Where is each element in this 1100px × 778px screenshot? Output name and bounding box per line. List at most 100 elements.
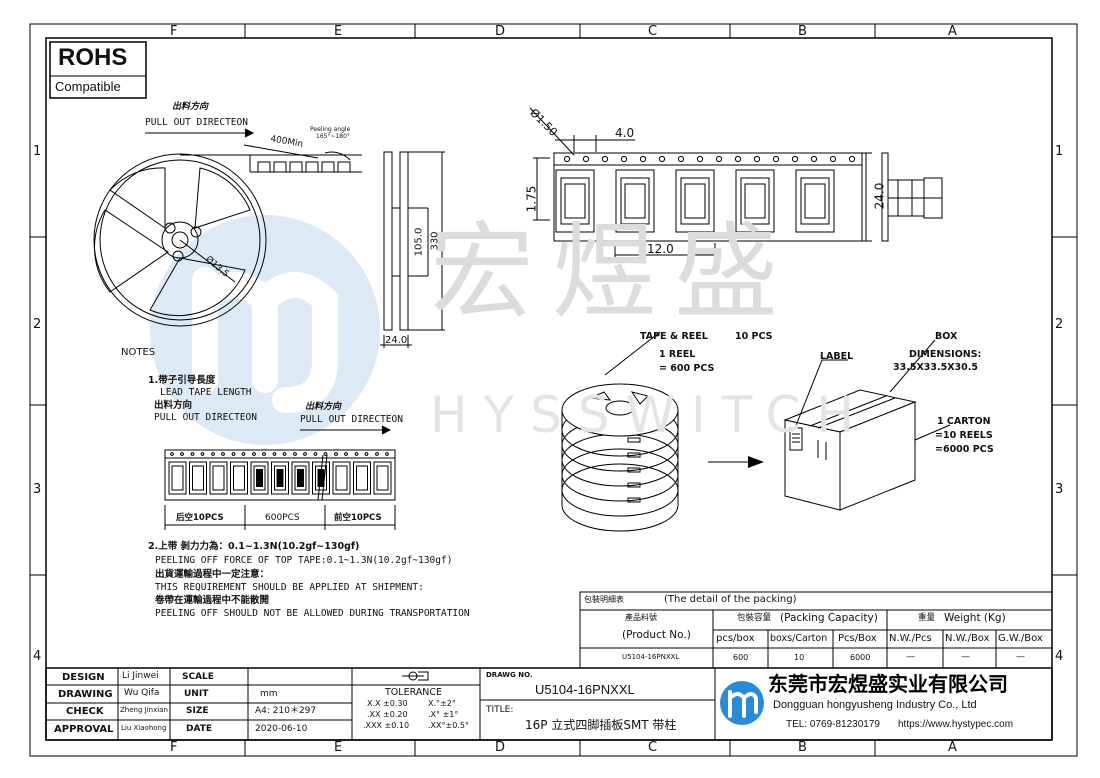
tol-row1-angle: X.°±2° [428, 699, 456, 708]
company-logo [720, 681, 764, 725]
notes-title: NOTES [121, 347, 156, 358]
drawg-no-value: U5104-16PNXXL [535, 682, 635, 697]
check-value: Zheng Jinxian [120, 706, 168, 714]
sprocket-hole [563, 155, 571, 163]
zone-row-4-left: 4 [33, 649, 42, 664]
row-gw-box: — [1016, 652, 1025, 662]
zone-ticks [30, 24, 1077, 756]
design-value: Li Jinwei [122, 671, 159, 681]
strip-pocket [209, 452, 228, 495]
reel-side-view [380, 151, 445, 348]
note3-en: THIS REQUIREMENT SHOULD BE APPLIED AT SH… [155, 582, 424, 593]
box-label: BOX [935, 331, 958, 342]
tape-pockets-reel [257, 161, 351, 173]
strip-pocket [291, 452, 310, 495]
label-callout: LABEL [820, 351, 854, 362]
peel-angle-label: Peeling angle [310, 126, 351, 133]
sprocket-hole [772, 155, 780, 163]
strip-pocket [353, 452, 371, 495]
title-value: 16P 立式四脚插板SMT 带柱 [525, 718, 677, 732]
tolerance-title: TOLERANCE [385, 687, 443, 698]
tape-reel-label: TAPE & REEL [640, 331, 708, 342]
zone-col-d-top: D [495, 24, 506, 39]
note1-en: LEAD TAPE LENGTH [160, 387, 252, 398]
title-label: TITLE: [486, 705, 514, 715]
capacity-header-cn: 包裝容量 [737, 613, 772, 623]
product-header-en: (Product No.) [622, 629, 691, 641]
zone-col-e-bottom: E [334, 740, 343, 755]
tape-width: 24.0 [872, 182, 887, 210]
reel-pull-cn: 出料方向 [172, 102, 209, 112]
note4-en: PEELING OFF SHOULD NOT BE ALLOWED DURING… [155, 608, 470, 619]
design-label: DESIGN [62, 672, 105, 683]
col-nw-pcs: N.W./Pcs [889, 633, 932, 644]
tol-row3-angle: .XX°±0.5° [428, 721, 469, 730]
sprocket-hole [829, 155, 837, 163]
zone-row-1-right: 1 [1055, 144, 1064, 159]
tape-pocket [735, 169, 775, 233]
col-pcs-per-box: Pcs/Box [838, 633, 877, 644]
reel-line2: = 600 PCS [659, 363, 715, 374]
product-header-cn: 產品料號 [625, 613, 657, 622]
segment-middle: 600PCS [265, 513, 300, 523]
tol-row3-linear: .XXX ±0.10 [363, 721, 410, 730]
strip-pocket [168, 452, 187, 495]
tape-pockets [555, 169, 835, 233]
zone-row-2-right: 2 [1055, 317, 1064, 332]
tape-detail [529, 107, 872, 260]
company-website: https://www.hystypec.com [898, 719, 1014, 730]
sprocket-hole [715, 155, 723, 163]
company-name-cn: 东莞市宏煜盛实业有限公司 [768, 672, 1008, 696]
note2-cn: 2.上带 剝力力為：0.1~1.3N(10.2gf~130gf) [148, 541, 360, 552]
reel-stack [561, 331, 679, 532]
strip-pocket [250, 452, 269, 495]
check-label: CHECK [66, 706, 104, 717]
watermark-en: HYSSWITCH [430, 386, 870, 444]
carton-line3: =6000 PCS [935, 444, 994, 455]
pocket-pitch: 12.0 [647, 242, 674, 256]
hole-pitch: 4.0 [615, 126, 635, 140]
weight-header-en: Weight (Kg) [944, 612, 1006, 624]
tape-pocket [675, 169, 715, 233]
note1-cn: 1.带子引导長度 [148, 375, 216, 386]
sprocket-hole [620, 155, 628, 163]
zone-col-b-top: B [798, 24, 807, 39]
strip-pull-en: PULL OUT DIRECTEON [300, 414, 403, 425]
date-label: DATE [186, 724, 213, 734]
drawing-value: Wu Qifa [124, 688, 160, 698]
date-value: 2020-06-10 [255, 724, 308, 734]
zone-col-b-bottom: B [798, 740, 807, 755]
company-tel: TEL: 0769-81230179 [786, 719, 880, 730]
zone-row-2-left: 2 [33, 317, 42, 332]
zone-col-a-top: A [948, 24, 957, 39]
col-boxs-carton: boxs/Carton [770, 633, 828, 644]
tape-pocket [795, 169, 835, 233]
sprocket-hole [734, 155, 742, 163]
capacity-header-en: (Packing Capacity) [780, 612, 878, 624]
tape-reel-qty: 10 PCS [735, 331, 773, 342]
sprocket-hole [696, 155, 704, 163]
tol-row1-linear: X.X ±0.30 [367, 699, 408, 708]
sprocket-hole [810, 155, 818, 163]
col-gw-box: G.W./Box [998, 633, 1043, 644]
rohs-subtitle: Compatible [55, 79, 121, 94]
carton-box [783, 339, 951, 511]
reel-line1: 1 REEL [659, 349, 696, 360]
sprocket-hole [658, 155, 666, 163]
sprocket-hole [582, 155, 590, 163]
box-dims: 33.5X33.5X30.5 [893, 362, 978, 373]
zone-col-a-bottom: A [948, 740, 957, 755]
packing-title-en: (The detail of the packing) [664, 594, 797, 605]
zone-col-c-top: C [648, 24, 658, 39]
arrow-to-box [708, 456, 764, 468]
rohs-title: ROHS [58, 44, 128, 71]
strip-pockets [168, 452, 392, 495]
scale-label: SCALE [182, 672, 214, 682]
sprocket-hole [601, 155, 609, 163]
tape-pocket [555, 169, 595, 233]
row-part-number: U5104-16PNXXL [622, 653, 680, 661]
company-name-en: Dongguan hongyusheng Industry Co., Ltd [773, 699, 977, 711]
unit-value: mm [260, 689, 278, 699]
zone-col-e-top: E [334, 24, 343, 39]
